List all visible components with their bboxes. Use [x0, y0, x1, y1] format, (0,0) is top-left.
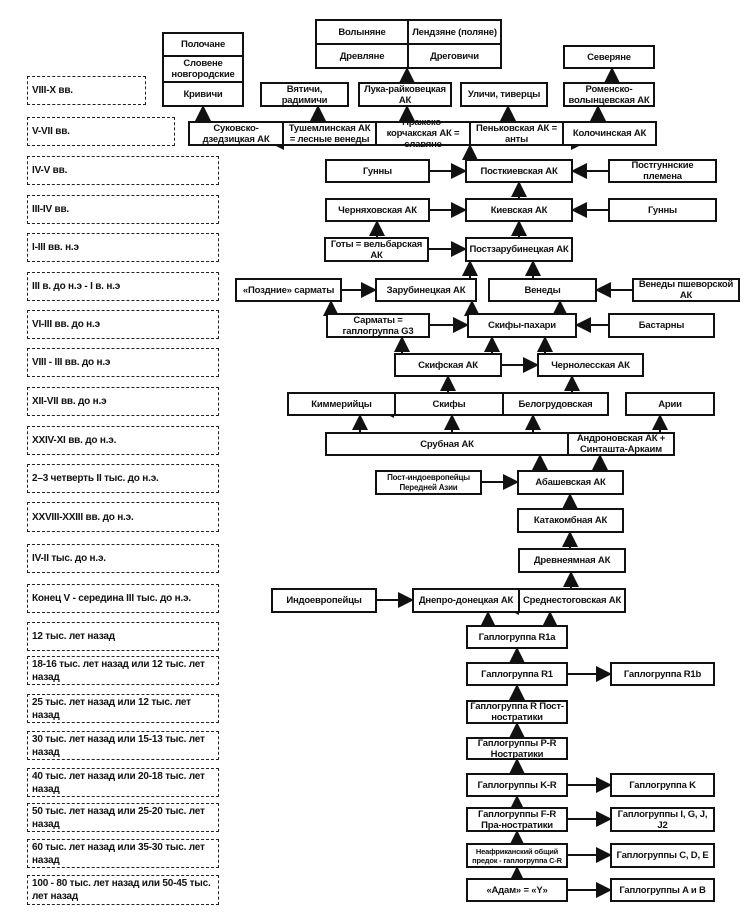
node-ab: Гаплогруппы A и B — [610, 878, 715, 902]
period-label: I-III вв. н.э — [27, 233, 219, 262]
node-cde: Гаплогруппы C, D, E — [610, 843, 715, 868]
node-igj: Гаплогруппы I, G, J, J2 — [610, 807, 715, 832]
node-gunny-2: Гунны — [608, 198, 717, 222]
node-polochane: Полочане — [162, 32, 244, 57]
node-arii: Арии — [625, 392, 715, 416]
period-label: VI-III вв. до н.э — [27, 310, 219, 339]
node-volynyane: Волыняне — [315, 19, 409, 45]
node-katakomb: Катакомбная АК — [517, 508, 624, 533]
period-label: IV-II тыс. до н.э. — [27, 544, 219, 573]
node-drevlyane: Древляне — [315, 43, 409, 69]
period-label: Конец V - середина III тыс. до н.э. — [27, 584, 219, 613]
period-label: 30 тыс. лет назад или 15-13 тыс. лет наз… — [27, 731, 219, 760]
period-label: III в. до н.э - I в. н.э — [27, 272, 219, 301]
node-chernyakhov: Черняховская АК — [325, 198, 430, 222]
node-srub: Срубная АК — [325, 432, 569, 456]
period-label: 12 тыс. лет назад — [27, 622, 219, 651]
node-kr: Гаплогруппы K-R — [466, 773, 568, 797]
node-postindo: Пост-индоевропейцы Передней Азии — [375, 470, 482, 495]
node-r1a: Гаплогруппа R1a — [466, 625, 568, 649]
period-label: IV-V вв. — [27, 156, 219, 185]
node-goty: Готы = вельбарская АК — [324, 237, 429, 262]
node-indoevr: Индоевропейцы — [271, 588, 377, 613]
period-label: XXVIII-XXIII вв. до н.э. — [27, 502, 219, 532]
period-label: XII-VII вв. до н.э — [27, 387, 219, 416]
node-adam: «Адам» = «Y» — [466, 878, 568, 902]
node-drevneyam: Древнеямная АК — [518, 548, 626, 573]
period-label: 100 - 80 тыс. лет назад или 50-45 тыс. л… — [27, 875, 219, 905]
node-r1: Гаплогруппа R1 — [466, 662, 568, 686]
node-luka: Лука-райковецкая АК — [358, 82, 452, 107]
node-venedy: Венеды — [488, 278, 597, 302]
node-srednestog: Среднестоговская АК — [518, 588, 626, 613]
node-dnepr: Днепро-донецкая АК — [412, 588, 520, 613]
node-andronov: Андроновская АК + Синташта-Аркаим — [567, 432, 675, 456]
node-k: Гаплогруппа K — [610, 773, 715, 797]
node-slovene: Словене новгородские — [162, 55, 244, 83]
node-postzarub: Постзарубинецкая АК — [465, 237, 573, 262]
period-label: VIII - III вв. до н.э — [27, 348, 219, 377]
node-sukovsko: Суковско-дзедзицкая АК — [188, 121, 284, 146]
node-pr: Гаплогруппы P-R Ностратики — [466, 737, 568, 760]
node-r: Гаплогруппа R Пост-ностратики — [466, 700, 568, 724]
node-skify: Скифы — [394, 392, 504, 416]
period-label: 40 тыс. лет назад или 20-18 тыс. лет наз… — [27, 768, 219, 797]
node-krivichi: Кривичи — [162, 81, 244, 107]
node-chernoles: Чернолесская АК — [537, 353, 644, 377]
node-romensko: Роменско-волынцевская АК — [563, 82, 655, 107]
period-label: VIII-X вв. — [27, 76, 146, 105]
node-belogrud: Белогрудовская — [502, 392, 609, 416]
node-venedy-psh: Венеды пшеворской АК — [632, 278, 740, 302]
period-label: V-VII вв. — [27, 117, 175, 146]
node-skif-ak: Скифская АК — [394, 353, 502, 377]
node-ulichi: Уличи, тиверцы — [460, 82, 548, 107]
node-kolochin: Колочинская АК — [562, 121, 657, 146]
node-vyatichi: Вятичи, радимичи — [260, 82, 349, 107]
period-label: 50 тыс. лет назад или 25-20 тыс. лет наз… — [27, 803, 219, 832]
node-pozdnie: «Поздние» сарматы — [235, 278, 342, 302]
period-label: 25 тыс. лет назад или 12 тыс. лет назад — [27, 694, 219, 723]
node-cr: Неафриканский общий предок - гаплогруппа… — [466, 843, 568, 868]
node-bastarny: Бастарны — [608, 313, 715, 338]
node-sarmaty: Сарматы = гаплогруппа G3 — [326, 313, 430, 338]
node-kiev: Киевская АК — [465, 198, 573, 222]
node-kimmer: Киммерийцы — [287, 392, 396, 416]
node-fr: Гаплогруппы F-R Пра-ностратики — [466, 807, 568, 832]
period-label: 60 тыс. лет назад или 35-30 тыс. лет наз… — [27, 839, 219, 868]
node-lendzyane: Лендзяне (поляне) — [407, 19, 502, 45]
node-r1b: Гаплогруппа R1b — [610, 662, 715, 686]
node-penkovka: Пеньковская АК = анты — [469, 121, 564, 146]
period-label: XXIV-XI вв. до н.э. — [27, 426, 219, 455]
node-gunny: Гунны — [325, 159, 430, 183]
node-dregovichi: Дреговичи — [407, 43, 502, 69]
node-zarub: Зарубинецкая АК — [375, 278, 477, 302]
period-label: III-IV вв. — [27, 195, 219, 224]
period-label: 18-16 тыс. лет назад или 12 тыс. лет наз… — [27, 656, 219, 685]
node-abashev: Абашевская АК — [517, 470, 624, 495]
node-postgunn: Постгуннские племена — [608, 159, 717, 183]
node-skify-pahari: Скифы-пахари — [467, 313, 577, 338]
period-label: 2–3 четверть II тыс. до н.э. — [27, 464, 219, 493]
node-severyane: Северяне — [563, 45, 655, 69]
node-prazhsko: Пражско-корчакская АК = славяне — [375, 117, 471, 150]
node-tushemlya: Тушемлинская АК = лесные венеды — [282, 121, 377, 146]
node-postkiev: Посткиевская АК — [465, 159, 573, 183]
